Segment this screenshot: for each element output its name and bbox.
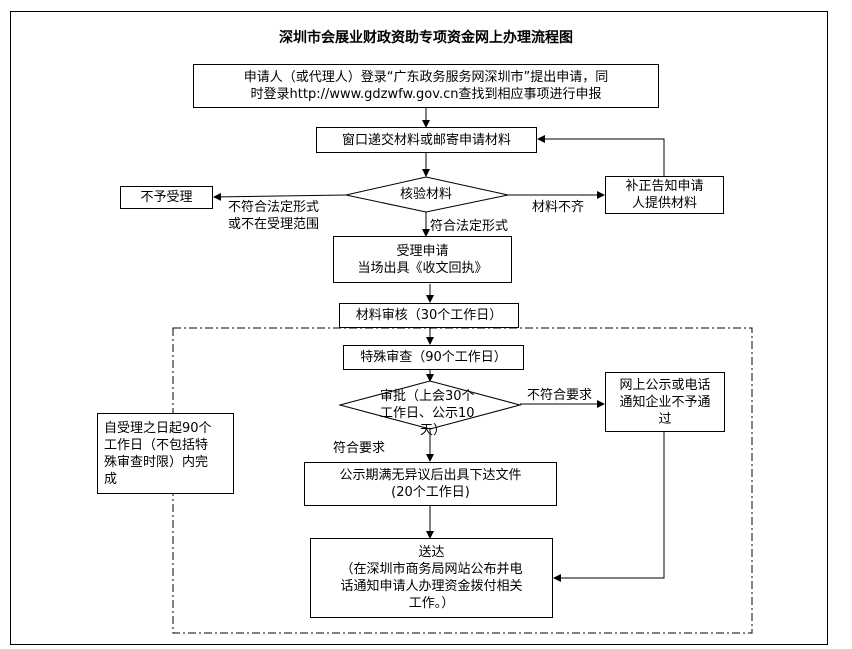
reject-box: 不予受理 [120, 186, 213, 209]
publicize-line-1: 公示期满无异议后出具下达文件 [339, 468, 522, 483]
supplement-line-2: 人提供材料 [631, 196, 697, 211]
approve-text: 审批（上会30个 工作日、公示10 天） [380, 388, 490, 439]
label-not-meet: 不符合要求 [527, 388, 593, 403]
label-legal: 符合法定形式 [430, 219, 509, 234]
apply-line-2: 时登录http://www.gdzwfw.gov.cn查找到相应事项进行申报 [250, 87, 602, 102]
note-line-1: 自受理之日起90个 [104, 420, 212, 436]
notify-fail-line-3: 过 [658, 411, 672, 427]
supplement-line-1: 补正告知申请 [625, 179, 704, 194]
approve-line-1: 审批（上会30个 [380, 389, 475, 404]
notify-fail-box: 网上公示或电话 通知企业不予通 过 [605, 372, 725, 432]
special-text: 特殊审查（90个工作日） [360, 350, 507, 365]
note-line-2: 工作日（不包括特 [104, 437, 209, 453]
deliver-box: 送达 （在深圳市商务局网站公布并电 话通知申请人办理资金拨付相关 工作。） [310, 538, 553, 618]
verify-diamond [345, 176, 509, 213]
submit-text: 窗口递交材料或邮寄申请材料 [341, 132, 511, 148]
apply-box: 申请人（或代理人）登录“广东政务服务网深圳市”提出申请，同 时登录http://… [193, 64, 659, 108]
review-text: 材料审核（30个工作日） [355, 308, 503, 323]
approve-diamond [338, 380, 522, 430]
arrow-supplement-to-submit [537, 135, 665, 176]
approve-line-3: 天） [420, 423, 447, 438]
accept-box: 受理申请 当场出具《收文回执》 [333, 236, 512, 283]
deliver-line-4: 工作。） [408, 596, 455, 611]
review-box: 材料审核（30个工作日） [339, 303, 519, 328]
special-phase-region [172, 327, 753, 634]
verify-text: 核验材料 [399, 187, 452, 202]
label-not-legal-1: 不符合法定形式 [228, 200, 320, 215]
special-box: 特殊审查（90个工作日） [343, 345, 524, 370]
accept-line-1: 受理申请 [396, 243, 449, 259]
reject-text: 不予受理 [140, 190, 193, 205]
deliver-line-2: （在深圳市商务局网站公布并电 [340, 562, 523, 577]
supplement-box: 补正告知申请 人提供材料 [605, 176, 724, 214]
notify-fail-line-2: 通知企业不予通 [619, 394, 711, 410]
approve-line-2: 工作日、公示10 [380, 406, 475, 421]
arrow-notify-to-deliver [553, 432, 665, 582]
diagram-frame [10, 11, 828, 645]
label-not-legal-2: 或不在受理范围 [228, 217, 320, 232]
diagram-title: 深圳市会展业财政资助专项资金网上办理流程图 [279, 30, 573, 46]
label-meet: 符合要求 [333, 441, 386, 456]
submit-box: 窗口递交材料或邮寄申请材料 [316, 127, 537, 153]
arrow-verify-to-reject [213, 192, 347, 201]
accept-line-2: 当场出具《收文回执》 [357, 260, 488, 276]
notify-fail-line-1: 网上公示或电话 [619, 377, 711, 393]
note-line-4: 成 [104, 471, 118, 487]
note-box: 自受理之日起90个 工作日（不包括特 殊审查时限）内完 成 [97, 413, 234, 494]
deliver-line-3: 话通知申请人办理资金拨付相关 [340, 579, 523, 594]
label-incomplete: 材料不齐 [532, 200, 585, 215]
note-line-3: 殊审查时限）内完 [104, 454, 209, 470]
deliver-line-1: 送达 [418, 545, 445, 560]
publicize-line-2: (20个工作日) [391, 485, 470, 500]
apply-line-1: 申请人（或代理人）登录“广东政务服务网深圳市”提出申请，同 [243, 70, 609, 85]
publicize-box: 公示期满无异议后出具下达文件 (20个工作日) [304, 462, 557, 506]
